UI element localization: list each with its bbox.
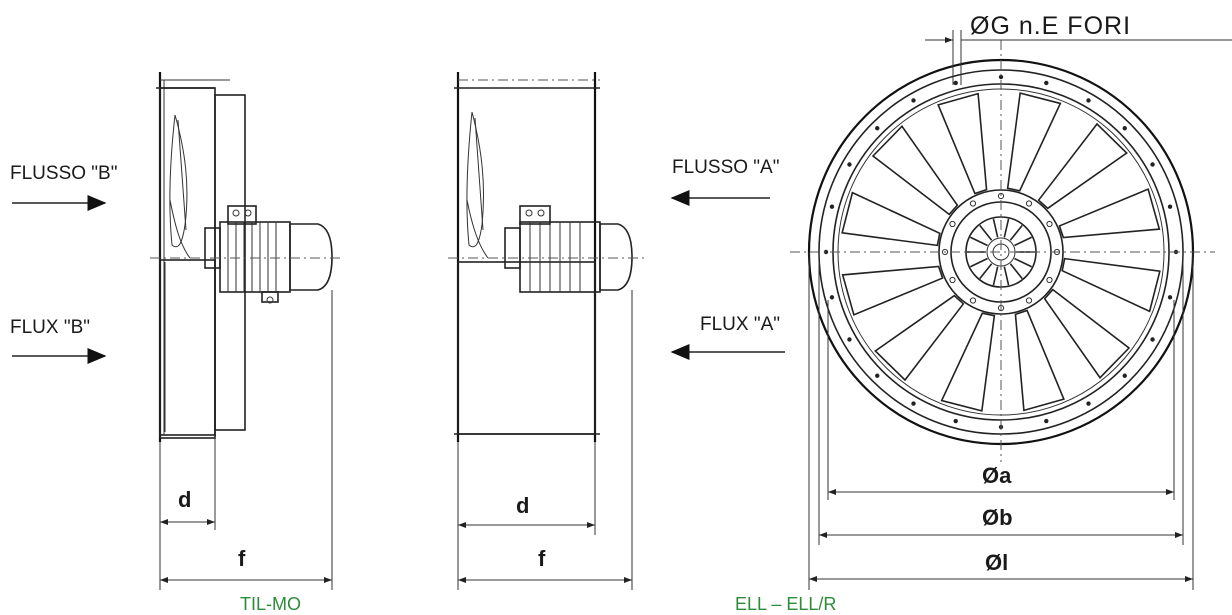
hub-spoke	[970, 236, 988, 247]
hub-spoke	[1014, 257, 1032, 268]
dim-d-middle: d	[516, 493, 529, 518]
fan-blade	[841, 265, 944, 316]
dim-d-left: d	[178, 487, 191, 512]
hub-bolt	[1046, 220, 1053, 228]
hub-spoke	[979, 224, 993, 241]
holes-label: ØG n.E FORI	[970, 12, 1131, 40]
hub-bolt	[1025, 297, 1033, 304]
fan-blade	[1061, 257, 1161, 313]
flange-bolt	[1086, 401, 1091, 406]
hub-bolt	[969, 200, 977, 207]
hub-bolt	[997, 192, 1005, 200]
flusso-b-label: FLUSSO "B"	[10, 163, 117, 184]
fan-blade	[874, 294, 965, 382]
flange-bolt	[847, 162, 852, 167]
hub-spoke	[1009, 224, 1023, 241]
flange-bolt	[1044, 80, 1049, 86]
hub-spoke	[992, 218, 999, 238]
dim-f-left: f	[238, 546, 246, 571]
flange-bolt	[1044, 418, 1049, 424]
flux-a-label: FLUX "A"	[700, 314, 780, 335]
hub-spoke	[992, 266, 999, 286]
dim-b: Øb	[982, 505, 1013, 530]
fan-blade	[940, 312, 996, 412]
front-view	[790, 30, 1232, 590]
flux-b-label: FLUX "B"	[10, 317, 90, 338]
flange-bolt	[829, 295, 835, 300]
flange-bolt	[847, 337, 852, 342]
fan-blade	[1014, 309, 1065, 412]
side-view-til-mo	[150, 72, 340, 590]
flusso-a-label: FLUSSO "A"	[672, 157, 779, 178]
fan-blade	[1058, 188, 1161, 239]
dim-f-middle: f	[538, 546, 546, 571]
hub-bolt	[1046, 276, 1053, 284]
flange-bolt	[953, 80, 958, 86]
flange-bolt	[998, 74, 1004, 80]
hub-spoke	[1014, 236, 1032, 247]
hub-bolt	[1025, 200, 1033, 207]
flange-bolt	[829, 204, 835, 209]
fan-blade	[1006, 92, 1062, 192]
fan-blade	[1043, 288, 1131, 379]
fan-blade	[1037, 122, 1128, 210]
hub-bolt	[941, 248, 949, 256]
fan-blade	[871, 125, 959, 216]
flange-bolt	[1167, 204, 1173, 209]
flange-bolt	[911, 98, 916, 103]
flange-bolt	[1150, 162, 1155, 167]
flange-bolt	[953, 418, 958, 424]
fan-blade	[937, 92, 988, 195]
flange-bolt	[911, 401, 916, 406]
hub-spoke	[1003, 218, 1010, 238]
hub-spoke	[1003, 266, 1010, 286]
hub-spoke	[979, 263, 993, 280]
hub-bolt	[949, 220, 956, 228]
flange-bolt	[1086, 98, 1091, 103]
flange-bolt	[1150, 337, 1155, 342]
hub-bolt	[969, 297, 977, 304]
flange-bolt	[1122, 373, 1127, 378]
hub-bolt	[949, 276, 956, 284]
fan-blade	[841, 191, 941, 247]
flange-bolt	[875, 126, 880, 131]
title-ell: ELL – ELL/R	[735, 594, 836, 614]
side-view-ell	[448, 72, 645, 590]
flange-bolt	[875, 373, 880, 378]
flange-bolt	[1167, 295, 1173, 300]
title-til-mo: TIL-MO	[240, 594, 301, 614]
hub-spoke	[970, 257, 988, 268]
hub-spoke	[1009, 263, 1023, 280]
flange-bolt	[1122, 126, 1127, 131]
dim-l: Øl	[985, 550, 1008, 575]
dim-a: Øa	[982, 463, 1012, 488]
